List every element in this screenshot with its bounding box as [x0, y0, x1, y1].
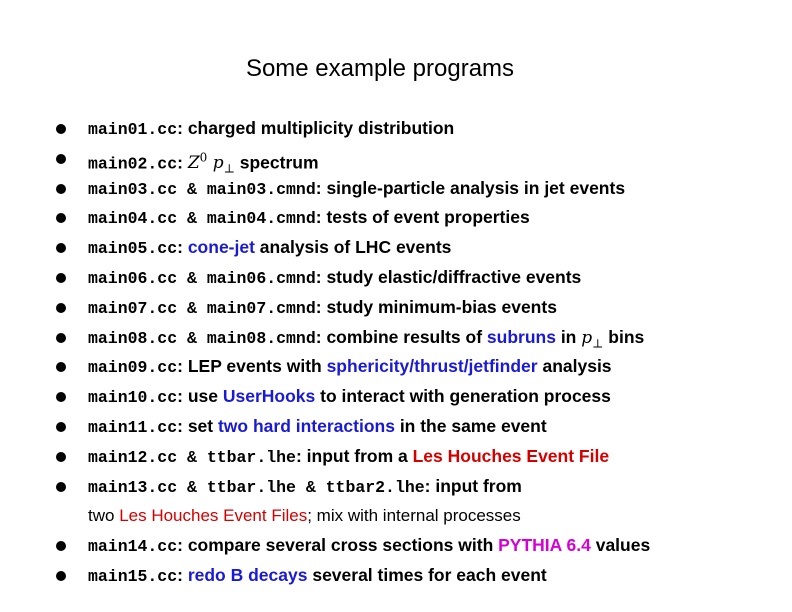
description: compare [187, 535, 261, 556]
bullet-icon [56, 362, 66, 373]
description: combine results of [326, 326, 487, 347]
bullet-icon [56, 243, 66, 254]
program-name: main08.cc & main08.cmnd [88, 328, 316, 348]
list-item: main10.cc: use UserHooks to interact wit… [56, 382, 776, 412]
list-item: main03.cc & main03.cmnd: single-particle… [56, 174, 776, 204]
math-symbol: p⊥ [581, 327, 604, 350]
program-name: main01.cc [88, 120, 178, 139]
program-name: main12.cc & ttbar.lhe [88, 447, 296, 467]
highlight-text: PYTHIA 6.4 [498, 535, 591, 556]
program-name: main09.cc [88, 358, 178, 378]
bullet-icon [56, 302, 66, 313]
program-name: main04.cc & main04.cmnd [88, 209, 316, 229]
list-item: main04.cc & main04.cmnd: tests of event … [56, 203, 776, 233]
bullet-icon [56, 451, 66, 462]
description: study minimum-bias events [326, 296, 557, 317]
program-name: main13.cc & ttbar.lhe & ttbar2.lhe [88, 477, 425, 497]
list-item: main01.cc: charged multiplicity distribu… [56, 114, 776, 144]
list-item: main08.cc & main08.cmnd: combine results… [56, 323, 776, 353]
program-name: main03.cc & main03.cmnd [88, 179, 316, 199]
bullet-icon [56, 332, 66, 343]
list-item: main06.cc & main06.cmnd: study elastic/d… [56, 263, 776, 293]
highlight-text: redo B decays [187, 564, 308, 585]
bullet-icon [56, 541, 66, 552]
bullet-icon [56, 272, 66, 283]
description: set [187, 415, 218, 436]
highlight-text: two hard interactions [217, 415, 395, 436]
list-item: main05.cc: cone-jet analysis of LHC even… [56, 233, 776, 263]
program-name: main14.cc [88, 537, 178, 557]
description: analysis of LHC events [254, 237, 452, 258]
description: single-particle analysis in jet events [326, 177, 626, 198]
description: tests of event properties [326, 207, 530, 228]
bullet-icon [56, 392, 66, 403]
highlight-text: cone-jet [187, 237, 255, 258]
program-name: main15.cc [88, 566, 178, 586]
description: several times for each event [307, 564, 547, 585]
description: spectrum [234, 152, 319, 173]
program-list: main01.cc: charged multiplicity distribu… [56, 114, 776, 591]
program-name: main10.cc [88, 388, 178, 408]
bullet-icon [56, 421, 66, 432]
highlight-text: sphericity/thrust/jetfinder [326, 356, 538, 377]
list-item-continuation: two Les Houches Event Files; mix with in… [88, 506, 521, 526]
list-item: main09.cc: LEP events with sphericity/th… [56, 352, 776, 382]
list-item: main12.cc & ttbar.lhe: input from a Les … [56, 442, 776, 472]
list-item: main02.cc: Z0 p⊥ spectrum [56, 144, 776, 176]
bullet-icon [56, 124, 66, 134]
program-name: main06.cc & main06.cmnd [88, 268, 316, 288]
description: study elastic/diffractive events [326, 266, 582, 287]
description: input from a [306, 445, 413, 466]
program-name: main02.cc [88, 154, 178, 174]
bullet-icon [56, 481, 66, 492]
highlight-text: Les Houches Event File [412, 445, 610, 466]
description: charged multiplicity distribution [187, 118, 455, 138]
program-name: main07.cc & main07.cmnd [88, 298, 316, 318]
list-item: main14.cc: compare several cross section… [56, 531, 776, 561]
highlight-text: UserHooks [222, 386, 316, 407]
description: use [187, 386, 223, 407]
bullet-icon [56, 570, 66, 581]
highlight-text: subruns [486, 326, 556, 347]
slide-title: Some example programs [245, 55, 515, 82]
list-item: main11.cc: set two hard interactions in … [56, 412, 776, 442]
list-item: main15.cc: redo B decays several times f… [56, 561, 776, 591]
list-item: main07.cc & main07.cmnd: study minimum-b… [56, 293, 776, 323]
description: LEP events with [187, 356, 327, 377]
bullet-icon [56, 183, 66, 194]
list-item: main13.cc & ttbar.lhe & ttbar2.lhe: inpu… [56, 472, 776, 502]
description: input from [435, 475, 522, 496]
bullet-icon [56, 153, 66, 164]
bullet-icon [56, 213, 66, 224]
highlight-text: Les Houches Event Files [119, 506, 308, 526]
program-name: main05.cc [88, 239, 178, 259]
program-name: main11.cc [88, 417, 178, 437]
math-symbol: Z0 p⊥ [187, 150, 235, 176]
